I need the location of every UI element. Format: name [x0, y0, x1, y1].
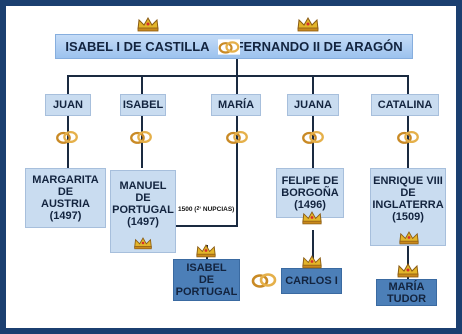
grandchild-maria-tudor: MARÍA TUDOR — [376, 279, 437, 306]
parents-bar: ISABEL I DE CASTILLA FERNANDO II DE ARAG… — [55, 34, 413, 59]
grandchild-label: CARLOS I — [285, 275, 338, 287]
crown-icon — [196, 244, 216, 258]
parent-isabel-name: ISABEL I DE CASTILLA — [65, 38, 210, 54]
child-label: JUANA — [294, 99, 332, 111]
crown-icon — [137, 16, 159, 32]
spouse-label: MANUEL DE PORTUGAL (1497) — [112, 179, 174, 228]
connector-isabel — [141, 75, 143, 94]
spouse-enrique: ENRIQUE VIII DE INGLATERRA (1509) — [370, 168, 446, 246]
spouse-label: FELIPE DE BORGOÑA (1496) — [281, 175, 339, 211]
crown-icon — [134, 237, 152, 250]
parent-fernando-name: FERNANDO II DE ARAGÓN — [235, 38, 403, 54]
wedding-rings-icon — [218, 39, 240, 55]
connector-juan — [67, 75, 69, 94]
crown-icon — [302, 211, 322, 225]
spouse-margarita: MARGARITA DE AUSTRIA (1497) — [25, 168, 106, 228]
child-catalina: CATALINA — [371, 94, 439, 116]
spouse-label: MARGARITA DE AUSTRIA (1497) — [32, 174, 99, 222]
child-label: CATALINA — [377, 99, 433, 111]
connector-maria-down — [236, 116, 238, 226]
connector-maria-tudor — [407, 245, 409, 279]
wedding-rings-icon — [302, 130, 324, 144]
child-label: JUAN — [53, 99, 83, 111]
connector-children-bar — [67, 75, 409, 77]
crown-icon — [302, 255, 322, 269]
crown-icon — [399, 231, 419, 245]
grandchild-isabel-portugal: ISABEL DE PORTUGAL — [173, 259, 240, 301]
connector-catalina — [407, 75, 409, 94]
second-marriage-text: NUPCIAS — [202, 206, 233, 213]
wedding-rings-icon — [56, 130, 78, 144]
connector-juana — [312, 75, 314, 94]
connector-parents — [236, 57, 238, 75]
grandchild-label: ISABEL DE PORTUGAL — [175, 262, 238, 298]
child-label: ISABEL — [122, 99, 164, 111]
second-marriage-label: 1500 (2ª NUPCIAS) — [178, 206, 235, 213]
crown-icon — [397, 262, 419, 278]
child-isabel: ISABEL — [120, 94, 166, 116]
wedding-rings-icon — [226, 130, 248, 144]
wedding-rings-icon — [397, 130, 419, 144]
child-maria: MARÍA — [211, 94, 261, 116]
second-marriage-year: 1500 — [178, 206, 193, 213]
spouse-felipe: FELIPE DE BORGOÑA (1496) — [276, 168, 344, 218]
crown-icon — [297, 16, 319, 32]
grandchild-carlos: CARLOS I — [281, 268, 342, 294]
spouse-label: ENRIQUE VIII DE INGLATERRA (1509) — [372, 175, 444, 223]
connector-maria — [236, 75, 238, 94]
wedding-rings-icon — [251, 273, 277, 288]
second-marriage-ordinal: 2ª — [196, 206, 202, 212]
child-label: MARÍA — [217, 99, 255, 111]
grandchild-label: MARÍA TUDOR — [386, 280, 427, 305]
connector-carlos — [312, 230, 314, 268]
child-juana: JUANA — [287, 94, 339, 116]
child-juan: JUAN — [45, 94, 91, 116]
wedding-rings-icon — [130, 130, 152, 144]
connector-maria-manuel — [175, 225, 238, 227]
